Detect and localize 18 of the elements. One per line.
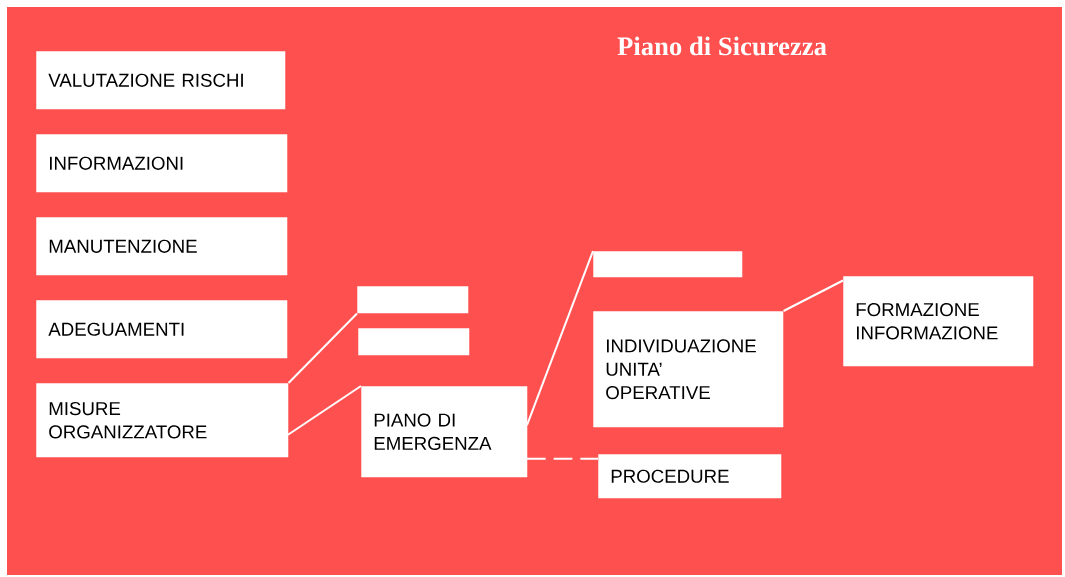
text-box: INFORMAZIONI [36,134,288,193]
title: Piano di Sicurezza [617,36,827,56]
connector-line [526,457,599,460]
connector-line [526,250,594,427]
text-box: MANUTENZIONE [36,217,288,276]
connector-line [287,385,362,436]
text-box: PIANO DI EMERGENZA [361,386,528,478]
text-box: ADEGUAMENTI [36,300,288,359]
empty-box [357,286,469,314]
connector-line [287,312,358,384]
text-box: PROCEDURE [598,454,782,499]
text-box: MISURE ORGANIZZATORE [36,383,289,458]
text-box: INDIVIDUAZIONE UNITA’ OPERATIVE [593,311,784,428]
empty-box [358,328,470,356]
text-box: FORMAZIONE INFORMAZIONE [843,276,1034,367]
connector-line [782,279,844,312]
text-box: VALUTAZIONE RISCHI [36,51,286,110]
empty-box [593,251,743,278]
